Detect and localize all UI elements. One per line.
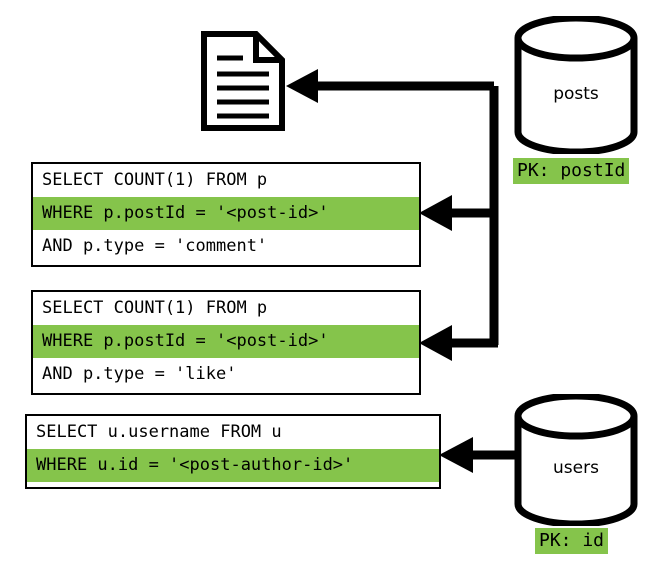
cylinder-body (514, 38, 638, 156)
cylinder-body (514, 416, 638, 528)
query-box-like-count[interactable]: SELECT COUNT(1) FROM p WHERE p.postId = … (31, 290, 421, 395)
document-fold-corner (253, 34, 282, 63)
arrowhead-document-icon (286, 69, 318, 103)
sql-row: SELECT u.username FROM u (36, 422, 282, 442)
cylinder-top-ellipse (514, 14, 638, 62)
sql-row-highlighted: WHERE p.postId = '<post-id>' (33, 325, 419, 358)
datastore-posts[interactable]: posts (512, 14, 640, 156)
sql-row: SELECT COUNT(1) FROM p (42, 298, 268, 318)
datastore-posts-label: posts (553, 84, 599, 104)
post-document-icon (200, 30, 286, 132)
sql-row-highlighted: WHERE p.postId = '<post-id>' (33, 197, 419, 230)
arrowhead-author-username-query (439, 437, 473, 473)
sql-row: SELECT COUNT(1) FROM p (42, 170, 268, 190)
users-primary-key-badge: PK: id (535, 528, 609, 554)
sql-row-highlighted: WHERE u.id = '<post-author-id>' (27, 449, 439, 482)
query-box-comment-count[interactable]: SELECT COUNT(1) FROM p WHERE p.postId = … (31, 162, 421, 267)
datastore-users[interactable]: users (512, 392, 640, 528)
arrowhead-comment-count-query (419, 195, 452, 231)
query-box-author-username[interactable]: SELECT u.username FROM u WHERE u.id = '<… (25, 414, 441, 489)
sql-row: AND p.type = 'like' (42, 364, 237, 384)
datastore-users-label: users (553, 458, 599, 478)
arrowhead-like-count-query (419, 325, 452, 361)
sql-row: AND p.type = 'comment' (42, 236, 268, 256)
posts-primary-key-badge: PK: postId (513, 158, 630, 184)
cylinder-top-ellipse (514, 392, 638, 440)
